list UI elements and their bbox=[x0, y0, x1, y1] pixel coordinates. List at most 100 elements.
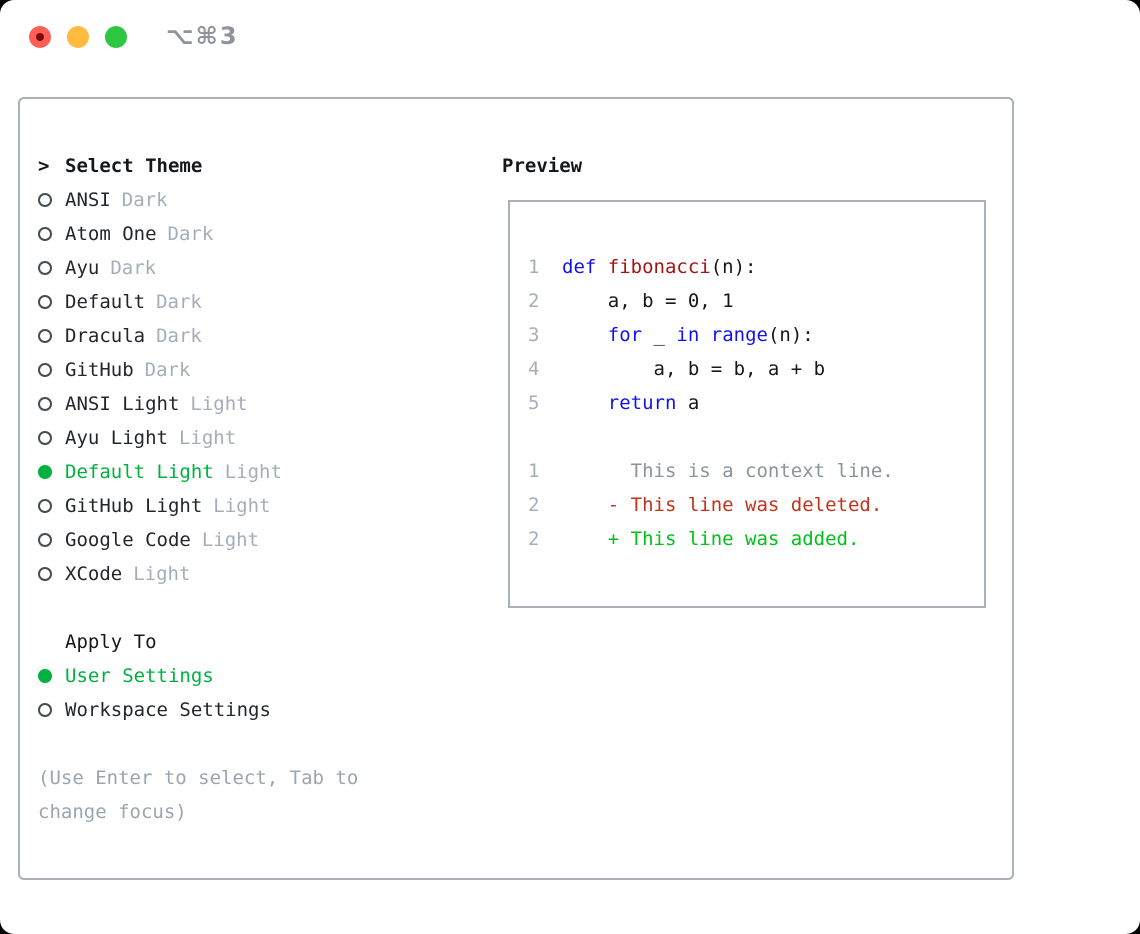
code-line: 3 for _ in range(n): bbox=[528, 318, 984, 352]
line-number: 5 bbox=[528, 392, 540, 414]
line-number: 2 bbox=[528, 528, 540, 550]
code-token: range bbox=[710, 324, 768, 346]
code-token: in bbox=[676, 324, 700, 346]
theme-option-atom-one[interactable]: Atom One Dark bbox=[38, 217, 372, 251]
radio-icon bbox=[38, 397, 52, 411]
code-token: def bbox=[562, 256, 597, 278]
apply-option-label: User Settings bbox=[65, 665, 214, 687]
zoom-button[interactable] bbox=[105, 26, 127, 48]
theme-variant-tag: Light bbox=[190, 393, 248, 415]
radio-icon bbox=[38, 499, 52, 513]
theme-variant-tag: Dark bbox=[144, 359, 191, 381]
code-token: return bbox=[607, 392, 677, 414]
code-line: 2 a, b = 0, 1 bbox=[528, 284, 984, 318]
theme-variant-tag: Light bbox=[201, 529, 260, 551]
theme-option-default-light[interactable]: Default Light Light bbox=[38, 455, 372, 489]
traffic-lights bbox=[29, 26, 127, 48]
theme-option-label: Default Light bbox=[65, 461, 214, 483]
code-token: a, b = 0, 1 bbox=[562, 290, 734, 312]
minimize-button[interactable] bbox=[67, 26, 89, 48]
radio-icon bbox=[38, 227, 52, 241]
theme-option-ayu[interactable]: Ayu Dark bbox=[38, 251, 372, 285]
line-number: 3 bbox=[528, 324, 540, 346]
apply-to-header: Apply To bbox=[38, 625, 372, 659]
theme-variant-tag: Dark bbox=[110, 257, 157, 279]
line-content: return a bbox=[562, 392, 700, 414]
theme-option-ansi-light[interactable]: ANSI Light Light bbox=[38, 387, 372, 421]
theme-option-label: Atom One bbox=[65, 223, 157, 245]
line-content: - This line was deleted. bbox=[562, 494, 883, 516]
theme-option-label: XCode bbox=[65, 563, 123, 585]
apply-option-label: Workspace Settings bbox=[65, 699, 271, 721]
apply-option-user-settings[interactable]: User Settings bbox=[38, 659, 372, 693]
code-token bbox=[562, 392, 608, 414]
radio-icon bbox=[38, 431, 52, 445]
line-content: This is a context line. bbox=[562, 460, 894, 482]
code-token: a bbox=[676, 392, 700, 414]
close-button[interactable] bbox=[29, 26, 51, 48]
radio-icon bbox=[38, 363, 52, 377]
theme-variant-tag: Dark bbox=[156, 325, 202, 347]
line-number: 1 bbox=[528, 256, 540, 278]
line-content: a, b = 0, 1 bbox=[562, 290, 734, 312]
apply-to-title: Apply To bbox=[65, 631, 157, 653]
theme-option-label: ANSI bbox=[65, 189, 111, 211]
code-line: 1 This is a context line. bbox=[528, 454, 984, 488]
code-token bbox=[699, 324, 710, 346]
line-number: 2 bbox=[528, 290, 540, 312]
theme-variant-tag: Dark bbox=[156, 291, 202, 313]
spacer bbox=[38, 727, 372, 761]
select-theme-header: > Select Theme bbox=[38, 149, 372, 183]
code-line: 2 + This line was added. bbox=[528, 522, 984, 556]
code-line: 5 return a bbox=[528, 386, 984, 420]
code-token: for bbox=[607, 324, 643, 346]
theme-option-dracula[interactable]: Dracula Dark bbox=[38, 319, 372, 353]
theme-variant-tag: Light bbox=[213, 495, 271, 517]
code-line: 4 a, b = b, a + b bbox=[528, 352, 984, 386]
radio-icon bbox=[38, 533, 52, 547]
theme-option-label: ANSI Light bbox=[65, 393, 180, 415]
theme-option-label: Ayu bbox=[65, 257, 100, 279]
theme-option-label: GitHub bbox=[65, 359, 134, 381]
select-theme-title: Select Theme bbox=[65, 155, 203, 177]
theme-variant-tag: Light bbox=[224, 461, 282, 483]
theme-option-ansi[interactable]: ANSI Dark bbox=[38, 183, 372, 217]
apply-option-workspace-settings[interactable]: Workspace Settings bbox=[38, 693, 372, 727]
code-token: + This line was added. bbox=[562, 528, 860, 550]
theme-variant-tag: Dark bbox=[167, 223, 214, 245]
code-token bbox=[562, 324, 608, 346]
radio-selected-icon bbox=[38, 465, 52, 479]
line-number: 2 bbox=[528, 494, 540, 516]
radio-icon bbox=[38, 193, 52, 207]
focus-caret-icon: > bbox=[38, 155, 50, 177]
radio-icon bbox=[38, 329, 52, 343]
code-token bbox=[596, 256, 607, 278]
radio-icon bbox=[38, 703, 52, 717]
keyboard-hint: (Use Enter to select, Tab to change focu… bbox=[38, 767, 359, 823]
theme-variant-tag: Dark bbox=[121, 189, 168, 211]
theme-variant-tag: Light bbox=[133, 563, 191, 585]
theme-option-github[interactable]: GitHub Dark bbox=[38, 353, 372, 387]
code-token: fibonacci bbox=[607, 256, 711, 278]
line-content: + This line was added. bbox=[562, 528, 860, 550]
line-content: a, b = b, a + b bbox=[562, 358, 826, 380]
window-title: ⌥⌘3 bbox=[166, 22, 239, 50]
radio-icon bbox=[38, 567, 52, 581]
line-number: 1 bbox=[528, 460, 540, 482]
theme-option-xcode[interactable]: XCode Light bbox=[38, 557, 372, 591]
code-token: a, b = b, a + b bbox=[562, 358, 826, 380]
radio-icon bbox=[38, 295, 52, 309]
theme-option-label: Dracula bbox=[65, 325, 146, 347]
radio-icon bbox=[38, 261, 52, 275]
line-content: for _ in range(n): bbox=[562, 324, 814, 346]
